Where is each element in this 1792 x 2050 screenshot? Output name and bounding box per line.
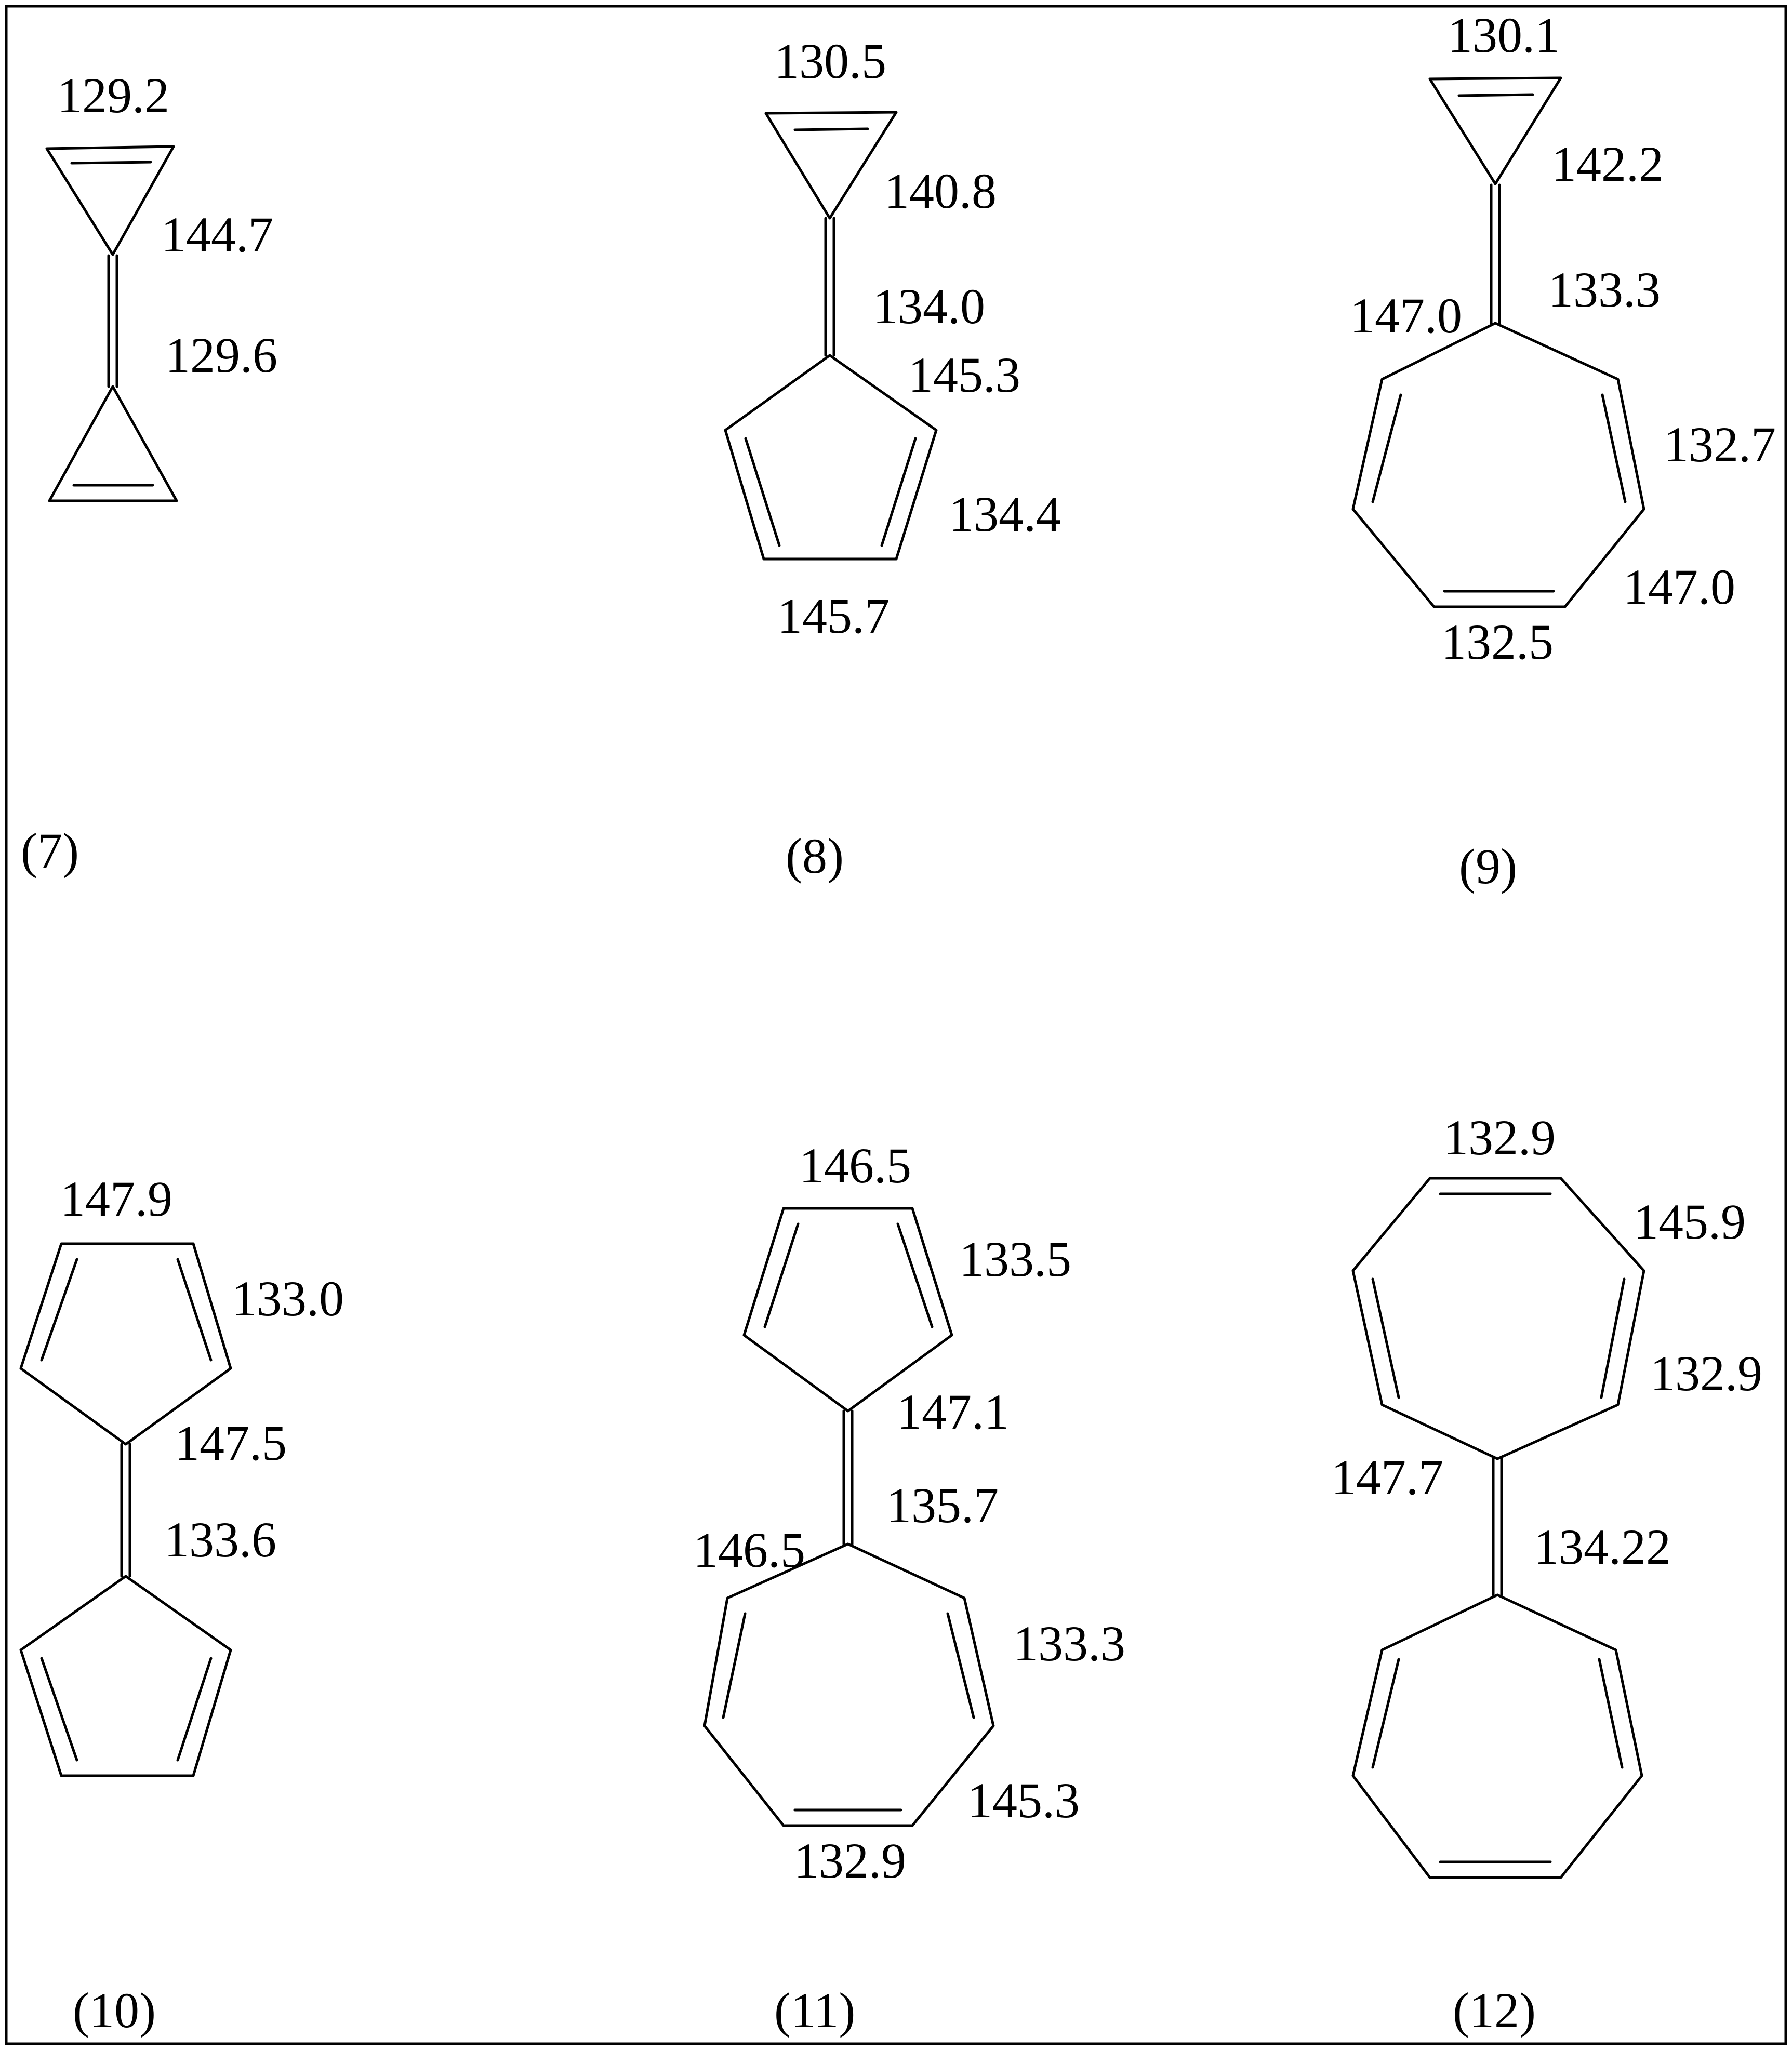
compound-8-shift-penta-alpha: 145.3 xyxy=(908,347,1020,403)
compound-7-caption: (7) xyxy=(21,823,79,878)
compound-12-shift-hepta-top: 132.9 xyxy=(1443,1110,1556,1165)
compound-7-shift-exocyclic: 129.6 xyxy=(165,327,277,383)
compound-11-hepta-double-bond-right xyxy=(946,1612,975,1719)
compound-7-shift-junction: 144.7 xyxy=(161,207,273,262)
compound-11-shift-hepta-bottom: 132.9 xyxy=(794,1833,906,1888)
compound-10-top-double-bond-right xyxy=(176,1258,213,1362)
compound-11-cyclopentadiene xyxy=(742,1207,953,1413)
compound-10-cyclopentadiene-bottom xyxy=(19,1575,232,1777)
compound-11-cycloheptatriene xyxy=(703,1542,995,1827)
compound-11-shift-penta-top: 146.5 xyxy=(799,1138,911,1193)
compound-8-caption: (8) xyxy=(786,828,844,884)
compound-10-shift-penta-alpha: 147.5 xyxy=(175,1415,287,1471)
compound-9-shift-hepta-alpha: 147.0 xyxy=(1350,288,1462,343)
compound-7-ring-top xyxy=(45,145,175,256)
compound-9-hepta-double-bond-left xyxy=(1371,393,1402,503)
compound-9-structure xyxy=(1351,76,1645,608)
compound-7-ring-top-double-bond xyxy=(70,161,152,165)
compound-11-penta-double-bond-left xyxy=(763,1222,800,1328)
compound-12-top-double-bond-left xyxy=(1371,1277,1400,1399)
compound-10-bottom-double-bond-right xyxy=(176,1657,213,1762)
compound-8-cyclopentadiene xyxy=(724,354,938,561)
compound-7-shift-ring-ch: 129.2 xyxy=(57,68,169,123)
compound-7-ring-bottom xyxy=(48,385,178,502)
compound-8-cyclopropene-double-bond xyxy=(793,127,869,131)
compound-12-cycloheptatriene-top xyxy=(1351,1177,1645,1460)
compound-9-shift-exocyclic: 133.3 xyxy=(1548,262,1661,317)
compound-9-cyclopropene-double-bond xyxy=(1457,93,1534,97)
compound-12-bottom-double-bond-left xyxy=(1371,1658,1400,1769)
compound-8-penta-double-bond-left xyxy=(744,437,781,547)
compound-9-cycloheptatriene xyxy=(1351,322,1645,608)
compound-10-shift-penta-top: 147.9 xyxy=(60,1171,172,1227)
compound-11-hepta-double-bond-left xyxy=(722,1612,747,1719)
compound-10-cyclopentadiene-top xyxy=(19,1242,232,1446)
compound-9-cyclopropene xyxy=(1428,76,1562,185)
compound-10-shift-exocyclic: 133.6 xyxy=(164,1512,276,1567)
compound-10-top-double-bond-left xyxy=(40,1258,78,1362)
compound-12-shift-hepta-beta: 132.9 xyxy=(1650,1346,1762,1401)
compound-8-cyclopropene xyxy=(764,111,898,220)
compound-11-structure xyxy=(703,1207,995,1827)
compound-11-shift-penta-alpha: 147.1 xyxy=(897,1384,1009,1440)
compound-11-caption: (11) xyxy=(774,1982,855,2038)
compound-8-penta-double-bond-right xyxy=(880,437,917,547)
compound-12-shift-hepta-gamma: 145.9 xyxy=(1634,1194,1746,1249)
compound-8-shift-tri-junction: 140.8 xyxy=(884,163,997,219)
compound-10-caption: (10) xyxy=(73,1982,156,2038)
compound-12-cycloheptatriene-bottom xyxy=(1351,1593,1643,1879)
compound-12-structure xyxy=(1351,1177,1645,1879)
compound-9-caption: (9) xyxy=(1459,838,1517,894)
compound-11-shift-penta-beta: 133.5 xyxy=(959,1231,1071,1287)
compound-12-top-double-bond-right xyxy=(1600,1277,1626,1399)
compound-11-shift-hepta-beta: 133.3 xyxy=(1013,1616,1125,1671)
compound-11-shift-hepta-alpha: 146.5 xyxy=(693,1522,805,1578)
compound-7-structure xyxy=(45,145,178,502)
compound-9-shift-hepta-bottom: 132.5 xyxy=(1441,614,1554,670)
compound-10-bottom-double-bond-left xyxy=(40,1657,78,1762)
compound-11-shift-hepta-gamma: 145.3 xyxy=(967,1773,1080,1828)
compound-8-shift-penta-bottom: 145.7 xyxy=(777,588,890,644)
figure-border xyxy=(5,5,1787,2045)
compound-10-structure xyxy=(19,1242,232,1777)
compound-12-bottom-double-bond-right xyxy=(1598,1658,1624,1769)
compound-8-structure xyxy=(724,111,938,561)
compound-9-shift-tri-ch: 130.1 xyxy=(1448,7,1560,63)
compound-9-shift-hepta-beta: 132.7 xyxy=(1664,417,1776,472)
compound-11-penta-double-bond-right xyxy=(896,1222,934,1328)
compound-12-shift-exocyclic: 134.22 xyxy=(1534,1519,1671,1575)
compound-8-shift-tri-ch: 130.5 xyxy=(774,33,886,89)
compound-8-shift-penta-beta: 134.4 xyxy=(949,486,1061,542)
compound-9-shift-tri-junction: 142.2 xyxy=(1551,136,1664,192)
compound-8-shift-exocyclic: 134.0 xyxy=(873,278,985,334)
compound-9-shift-hepta-gamma: 147.0 xyxy=(1623,559,1735,615)
compound-11-shift-exocyclic: 135.7 xyxy=(886,1477,999,1533)
compound-12-shift-hepta-alpha: 147.7 xyxy=(1331,1449,1443,1505)
compound-9-hepta-double-bond-right xyxy=(1601,393,1627,503)
compound-12-caption: (12) xyxy=(1453,1982,1536,2038)
compound-10-shift-penta-beta: 133.0 xyxy=(232,1271,344,1326)
